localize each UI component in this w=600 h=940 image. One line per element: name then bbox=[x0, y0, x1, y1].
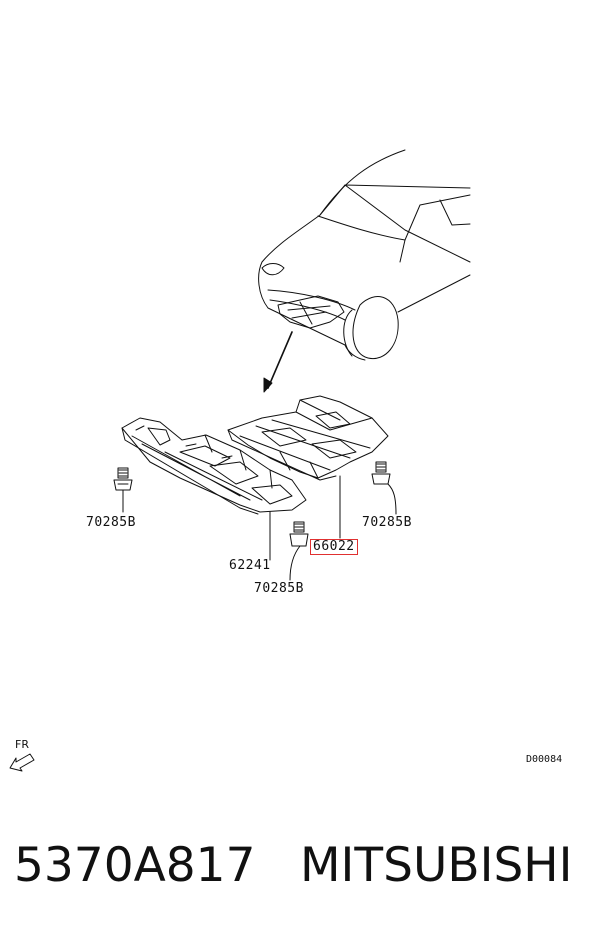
callout-70285b-right: 70285B bbox=[362, 515, 412, 530]
bolt-icon bbox=[371, 461, 391, 485]
leader-lines bbox=[122, 475, 397, 581]
callout-62241: 62241 bbox=[229, 558, 271, 573]
front-orientation-label: FR bbox=[15, 738, 29, 751]
skid-plate-rear-drawing bbox=[227, 395, 389, 481]
part-number: 5370A817 bbox=[14, 838, 256, 893]
pointer-arrow bbox=[263, 331, 293, 393]
bolt-icon bbox=[113, 467, 133, 491]
front-direction-arrow-icon bbox=[9, 753, 35, 772]
drawing-code: D00084 bbox=[526, 754, 563, 765]
callout-70285b-left: 70285B bbox=[86, 515, 136, 530]
callout-70285b-center: 70285B bbox=[254, 581, 304, 596]
vehicle-outline bbox=[258, 149, 471, 361]
bolt-icon bbox=[289, 521, 309, 547]
brand-name: MITSUBISHI bbox=[300, 838, 573, 893]
skid-plate-front-drawing bbox=[121, 417, 307, 515]
callout-66022: 66022 bbox=[310, 539, 358, 555]
